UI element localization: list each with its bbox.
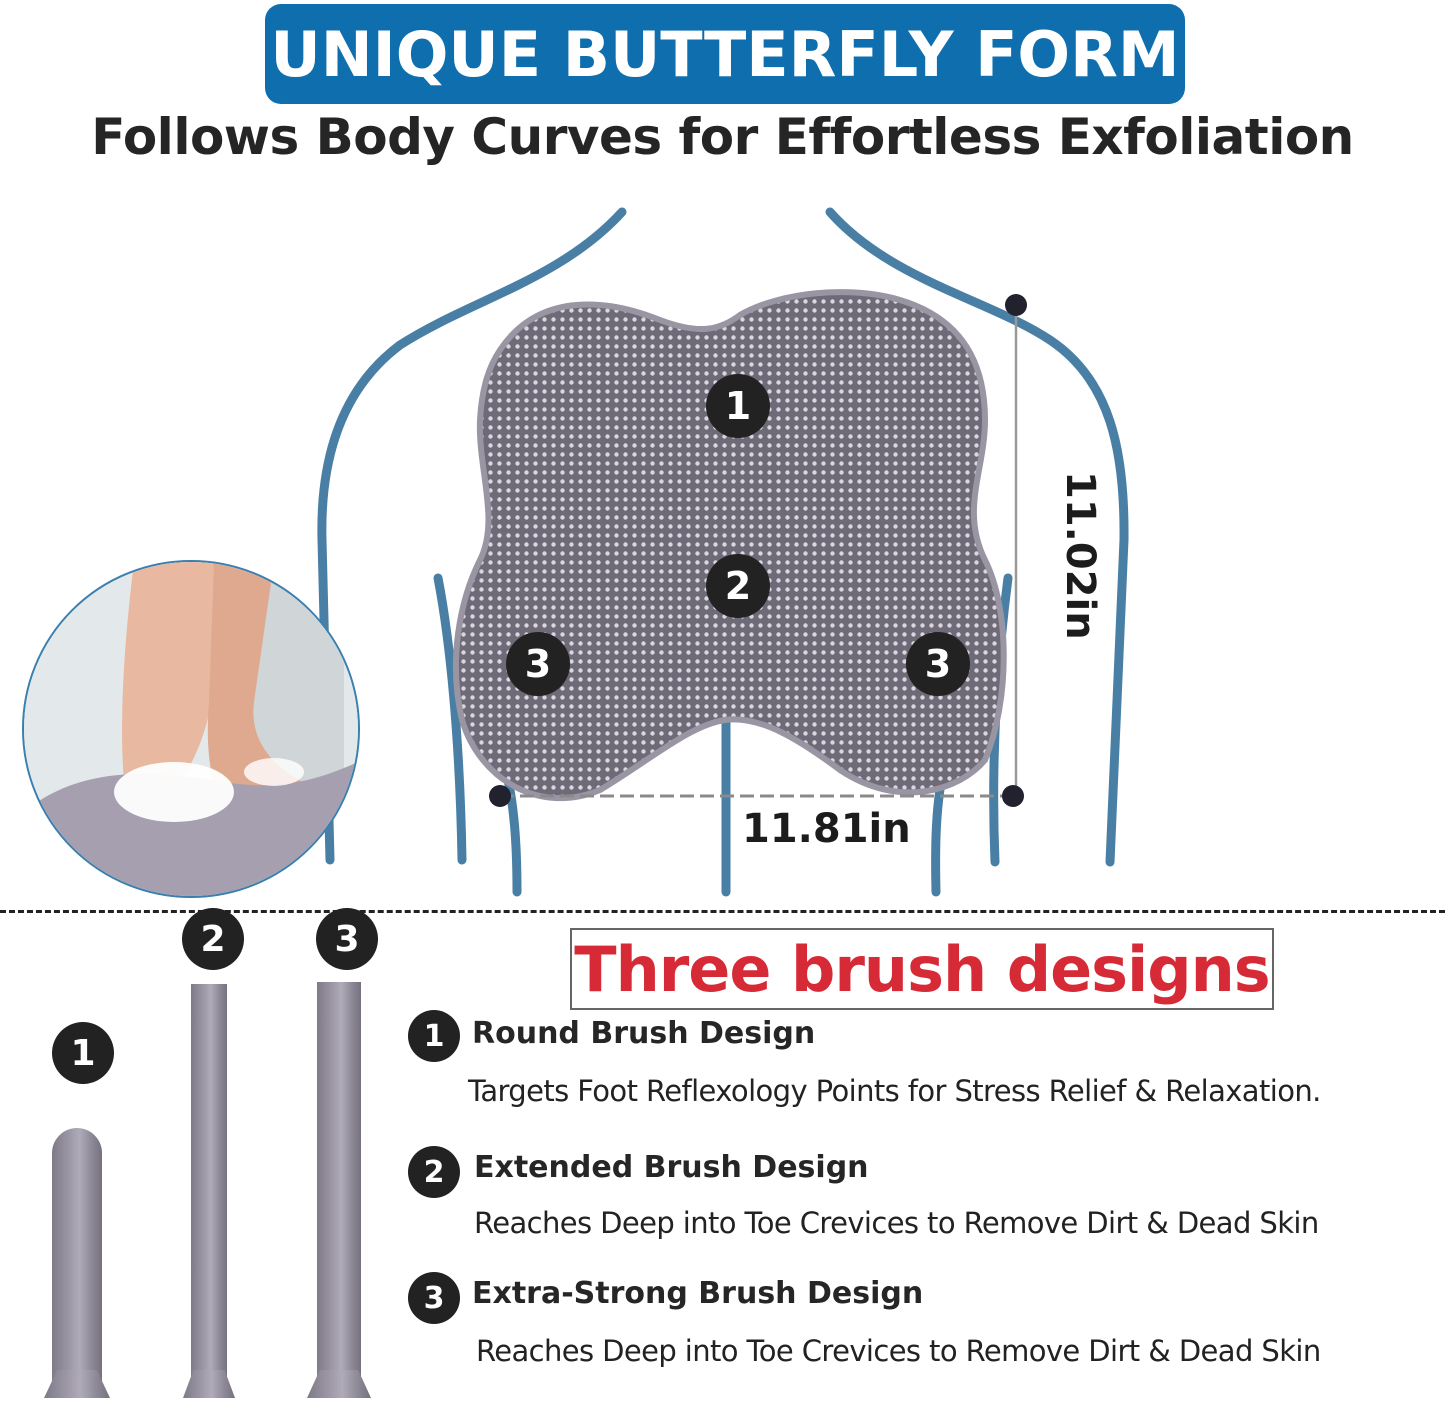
section-divider bbox=[0, 910, 1445, 913]
round-brush-rod bbox=[52, 1128, 102, 1396]
feet-on-mat-photo bbox=[22, 560, 360, 898]
rod-badge-1: 1 bbox=[52, 1022, 114, 1084]
brush-designs-title: Three brush designs bbox=[574, 932, 1270, 1006]
butterfly-mat bbox=[452, 289, 1007, 802]
extended-brush-rod bbox=[191, 984, 227, 1396]
zone-badge-3-left: 3 bbox=[506, 632, 570, 696]
extra-strong-brush-rod bbox=[317, 982, 361, 1396]
brush-designs-title-box: Three brush designs bbox=[570, 928, 1274, 1010]
feature-badge-1: 1 bbox=[408, 1010, 460, 1062]
feature-title-3: Extra-Strong Brush Design bbox=[472, 1276, 924, 1311]
feet-photo-illustration bbox=[24, 562, 358, 896]
feature-desc-3: Reaches Deep into Toe Crevices to Remove… bbox=[476, 1334, 1321, 1368]
feature-badge-3: 3 bbox=[408, 1272, 460, 1324]
width-dimension-label: 11.81in bbox=[742, 806, 911, 852]
zone-badge-3-right: 3 bbox=[906, 632, 970, 696]
feature-title-1: Round Brush Design bbox=[472, 1016, 816, 1051]
header-banner: UNIQUE BUTTERFLY FORM bbox=[265, 4, 1185, 104]
feature-title-2: Extended Brush Design bbox=[474, 1150, 869, 1185]
height-dimension-label: 11.02in bbox=[1057, 471, 1103, 640]
subtitle: Follows Body Curves for Effortless Exfol… bbox=[91, 108, 1354, 166]
rod-badge-3: 3 bbox=[316, 908, 378, 970]
banner-title: UNIQUE BUTTERFLY FORM bbox=[270, 17, 1180, 91]
feature-desc-1: Targets Foot Reflexology Points for Stre… bbox=[468, 1074, 1321, 1108]
body-outline-diagram bbox=[317, 207, 1129, 897]
zone-badge-1: 1 bbox=[706, 374, 770, 438]
zone-badge-2: 2 bbox=[706, 554, 770, 618]
rod-badge-2: 2 bbox=[182, 908, 244, 970]
feature-badge-2: 2 bbox=[408, 1146, 460, 1198]
feature-desc-2: Reaches Deep into Toe Crevices to Remove… bbox=[474, 1206, 1319, 1240]
